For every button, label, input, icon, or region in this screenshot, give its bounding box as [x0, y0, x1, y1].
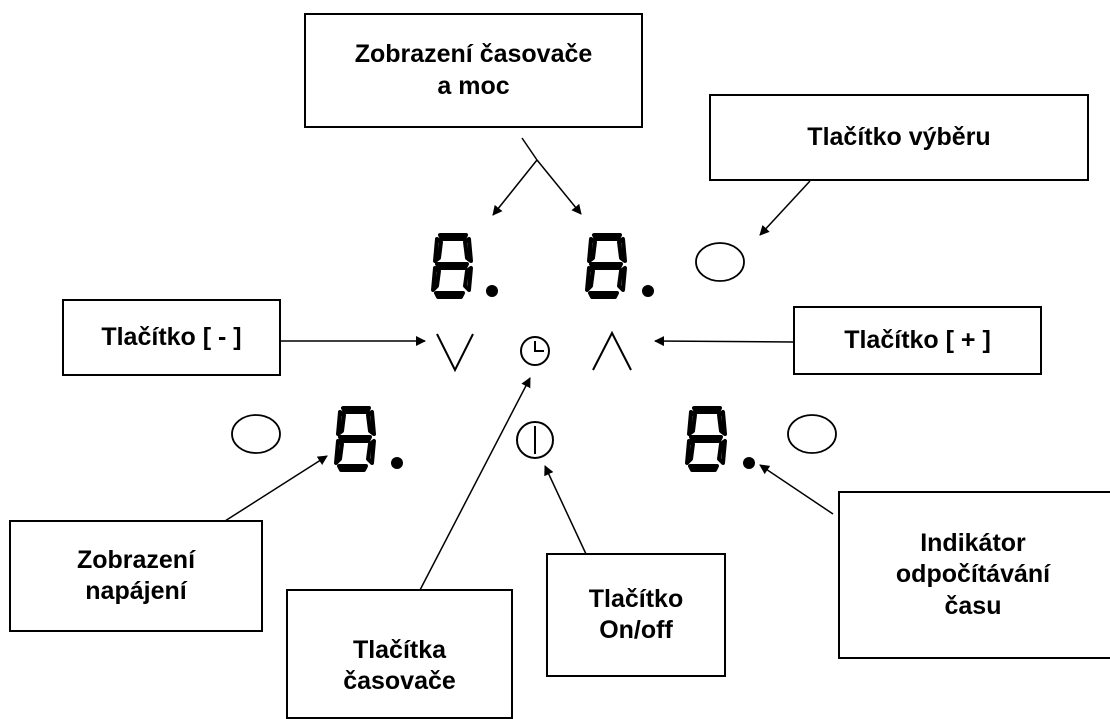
label-power-display: Zobrazení napájení — [9, 520, 263, 632]
label-line: napájení — [85, 577, 187, 605]
label-line: Tlačítka — [352, 636, 447, 664]
clock-icon[interactable] — [520, 336, 550, 366]
label-select-button: Tlačítko výběru — [709, 94, 1089, 181]
power-display-digit — [334, 406, 403, 472]
select-button[interactable] — [695, 242, 745, 282]
label-line: Tlačítko — [588, 584, 684, 613]
callout-arrows — [224, 137, 834, 591]
select-button-left[interactable] — [231, 414, 281, 454]
label-line: odpočítávání — [895, 560, 1051, 589]
chevron-up-icon[interactable] — [592, 330, 632, 371]
label-line: Tlačítko [ - ] — [101, 322, 242, 351]
label-line: Zobrazení — [76, 545, 196, 574]
decimal-dot — [642, 285, 654, 297]
label-line: časovače — [343, 667, 456, 696]
chevron-down-icon[interactable] — [436, 333, 474, 373]
power-icon[interactable] — [516, 421, 554, 459]
label-line: času — [944, 591, 1002, 620]
label-line: Indikátor — [920, 529, 1026, 558]
label-line: Tlačítko [ + ] — [844, 325, 991, 354]
select-button-right[interactable] — [787, 414, 837, 454]
decimal-dot — [391, 457, 403, 469]
decimal-dot — [486, 285, 498, 297]
label-minus-button: Tlačítko [ - ] — [62, 299, 281, 376]
timer-display-left — [431, 233, 498, 299]
label-line: a moc — [437, 71, 510, 100]
label-line: On/off — [599, 616, 673, 644]
countdown-display-digit — [685, 406, 755, 472]
label-line: Tlačítko výběru — [807, 122, 991, 151]
decimal-dot — [743, 457, 755, 469]
label-line: Zobrazení časovače — [354, 40, 593, 69]
timer-display-right — [585, 233, 654, 299]
label-timer-buttons: Tlačítka časovače — [286, 589, 513, 719]
label-plus-button: Tlačítko [ + ] — [793, 306, 1042, 375]
